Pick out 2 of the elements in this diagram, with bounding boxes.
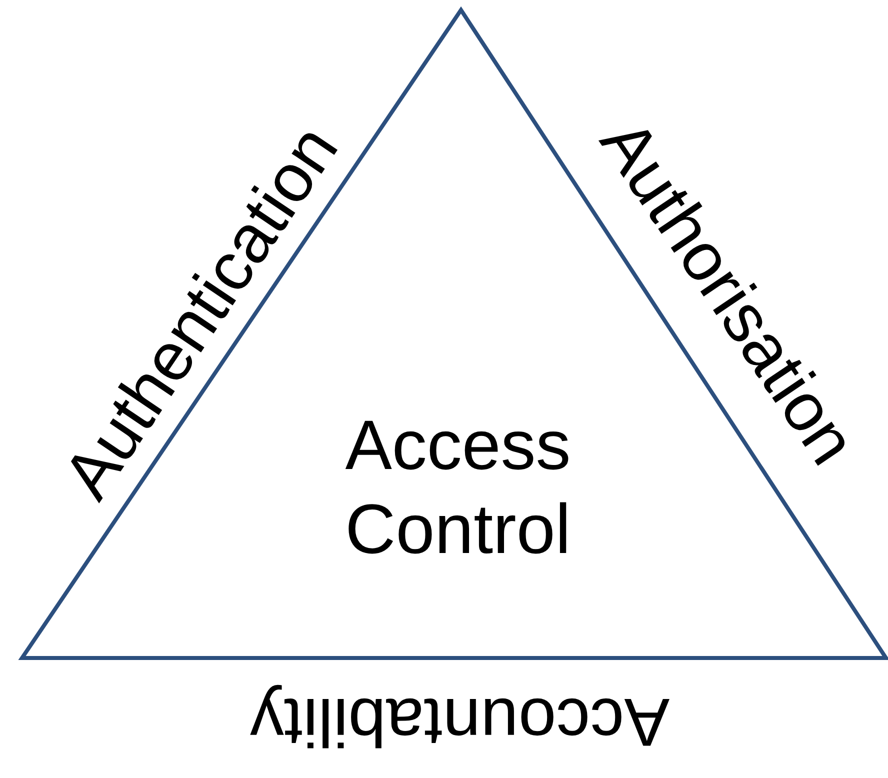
side-label: Accountability [250, 683, 670, 761]
center-label: Access Control [344, 405, 572, 570]
